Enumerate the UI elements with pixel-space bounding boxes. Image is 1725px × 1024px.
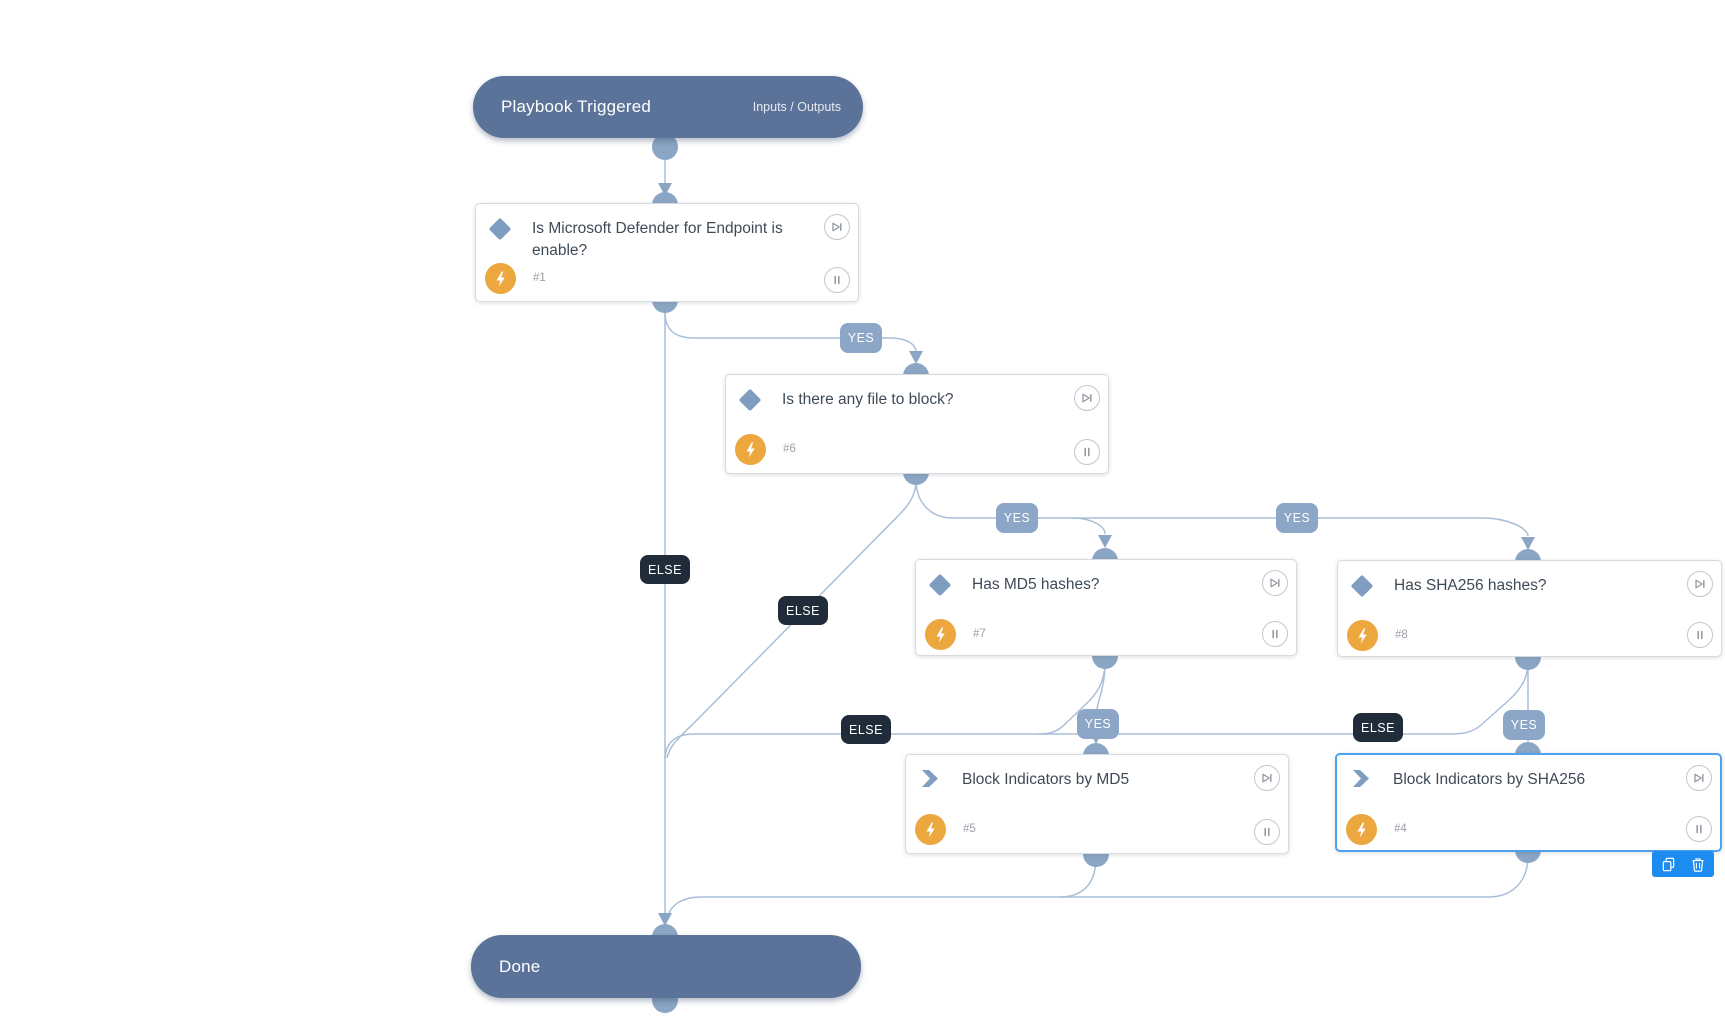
edge-label-else-1[interactable]: ELSE	[640, 555, 690, 584]
edge-label-yes-6-to-7[interactable]: YES	[996, 503, 1038, 533]
skip-run-icon[interactable]	[824, 214, 850, 240]
quiet-mode-lightning-icon	[735, 434, 766, 465]
task-title: Has MD5 hashes?	[972, 576, 1100, 593]
task-node-5[interactable]: Block Indicators by MD5 #5	[905, 754, 1289, 854]
delete-button[interactable]	[1685, 851, 1711, 877]
task-number: #1	[533, 272, 546, 284]
edge-label-else-8[interactable]: ELSE	[1353, 713, 1403, 742]
task-number: #4	[1394, 823, 1407, 835]
edge-4-to-done	[667, 855, 1529, 917]
condition-diamond-icon	[1350, 574, 1374, 598]
edge-7-else-merge	[1037, 661, 1106, 735]
task-node-7[interactable]: Has MD5 hashes? #7	[915, 559, 1297, 656]
task-number: #8	[1395, 629, 1408, 641]
quiet-mode-lightning-icon	[1347, 620, 1378, 651]
task-node-1[interactable]: Is Microsoft Defender for Endpoint is en…	[475, 203, 859, 302]
task-title: Block Indicators by MD5	[962, 771, 1130, 788]
task-node-8[interactable]: Has SHA256 hashes? #8	[1337, 560, 1722, 657]
pause-icon[interactable]	[1686, 816, 1712, 842]
pause-icon[interactable]	[824, 267, 850, 293]
edge-label-yes-1[interactable]: YES	[840, 323, 882, 353]
task-node-4-selected[interactable]: Block Indicators by SHA256 #4	[1335, 753, 1722, 852]
done-node[interactable]: Done	[471, 935, 861, 998]
quiet-mode-lightning-icon	[915, 814, 946, 845]
start-node-label: Playbook Triggered	[501, 97, 652, 116]
edge-6-yes-horizontal	[915, 479, 1529, 537]
sub-playbook-chevron-icon	[1351, 769, 1371, 793]
pause-icon[interactable]	[1254, 819, 1280, 845]
task-number: #6	[783, 443, 796, 455]
task-title: Block Indicators by SHA256	[1393, 771, 1586, 788]
edge-label-else-6[interactable]: ELSE	[778, 596, 828, 625]
selection-toolbar[interactable]	[1652, 851, 1714, 877]
edge-8-else-horizontal	[664, 661, 1529, 759]
quiet-mode-lightning-icon	[925, 619, 956, 650]
sub-playbook-chevron-icon	[920, 769, 940, 793]
task-title: Has SHA256 hashes?	[1394, 577, 1547, 594]
skip-run-icon[interactable]	[1254, 765, 1280, 791]
task-title: Is there any file to block?	[782, 391, 954, 408]
pause-icon[interactable]	[1687, 622, 1713, 648]
task-node-6[interactable]: Is there any file to block? #6	[725, 374, 1109, 474]
skip-run-icon[interactable]	[1687, 571, 1713, 597]
edge-label-yes-8-to-4[interactable]: YES	[1503, 710, 1545, 740]
edge-6-yes-branch-7	[1071, 517, 1106, 535]
copy-button[interactable]	[1655, 851, 1681, 877]
task-number: #5	[963, 823, 976, 835]
pause-icon[interactable]	[1262, 621, 1288, 647]
task-number: #7	[973, 628, 986, 640]
pause-icon[interactable]	[1074, 439, 1100, 465]
skip-run-icon[interactable]	[1686, 765, 1712, 791]
edge-label-yes-6-to-8[interactable]: YES	[1276, 503, 1318, 533]
start-node[interactable]: Playbook Triggered Inputs / Outputs	[473, 76, 863, 138]
task-title: Is Microsoft Defender for Endpoint is en…	[532, 220, 783, 260]
skip-run-icon[interactable]	[1262, 570, 1288, 596]
trash-icon	[1692, 857, 1704, 872]
condition-diamond-icon	[928, 573, 952, 597]
quiet-mode-lightning-icon	[485, 263, 516, 294]
done-node-label: Done	[499, 956, 541, 976]
quiet-mode-lightning-icon	[1346, 814, 1377, 845]
copy-icon	[1662, 857, 1675, 871]
skip-run-icon[interactable]	[1074, 385, 1100, 411]
inputs-outputs-link[interactable]: Inputs / Outputs	[752, 100, 841, 114]
edge-label-yes-7-to-5[interactable]: YES	[1077, 709, 1119, 739]
condition-diamond-icon	[738, 388, 762, 412]
edge-label-else-7[interactable]: ELSE	[841, 715, 891, 744]
edge-1-yes-to-6	[664, 311, 917, 353]
condition-diamond-icon	[488, 217, 512, 241]
